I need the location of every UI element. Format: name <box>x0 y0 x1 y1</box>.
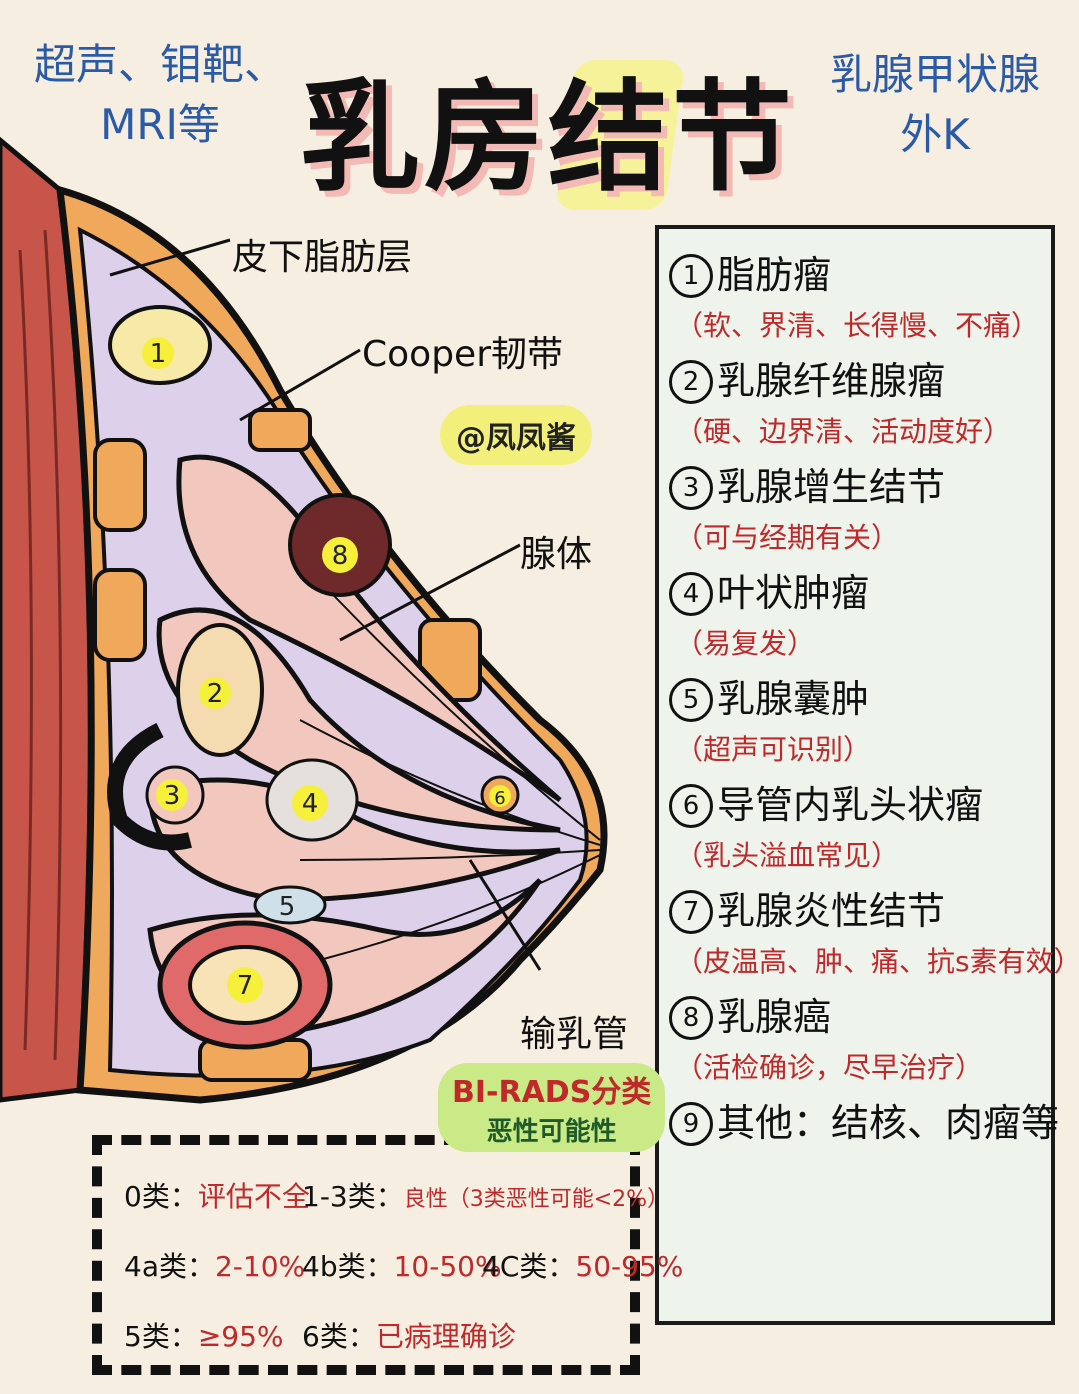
item-number: 6 <box>669 784 713 828</box>
item-note: （乳头溢血常见） <box>675 839 900 872</box>
birads-row: 1-3类：良性（3类恶性可能<2%） <box>302 1180 670 1213</box>
item-note: （皮温高、肿、痛、抗s素有效） <box>675 945 1079 978</box>
birads-row: 0类：评估不全 <box>124 1180 310 1213</box>
marker-5: 5 <box>279 892 296 922</box>
breast-anatomy-diagram: 1 2 3 4 5 6 7 8 <box>0 136 608 1104</box>
marker-6: 6 <box>494 788 505 809</box>
birads-box: 0类：评估不全 1-3类：良性（3类恶性可能<2%） 4a类：2-10% 4b类… <box>92 1135 683 1375</box>
birads-subtitle: 恶性可能性 <box>486 1117 617 1147</box>
label-cooper-ligament: Cooper韧带 <box>362 334 563 375</box>
item-number: 3 <box>669 466 713 510</box>
label-fat-layer: 皮下脂肪层 <box>232 237 413 278</box>
item-note: （硬、边界清、活动度好） <box>675 415 1012 448</box>
marker-8: 8 <box>332 541 349 571</box>
label-gland: 腺体 <box>520 534 593 575</box>
imaging-line-2: MRI等 <box>100 100 220 149</box>
department-line-1: 乳腺甲状腺 <box>829 50 1040 99</box>
item-number: 2 <box>669 360 713 404</box>
birads-row: 6类：已病理确诊 <box>302 1320 516 1353</box>
marker-3: 3 <box>164 781 181 811</box>
author-watermark: @凤凤酱 <box>440 405 592 465</box>
item-title: 乳腺增生结节 <box>717 465 946 509</box>
item-number: 5 <box>669 678 713 722</box>
birads-tag: BI-RADS分类 恶性可能性 <box>438 1063 666 1152</box>
birads-row: 5类：≥95% <box>124 1320 284 1353</box>
birads-row: 4b类：10-50% <box>302 1250 502 1283</box>
item-number: 1 <box>669 254 713 298</box>
marker-2: 2 <box>207 679 224 709</box>
item-title: 其他：结核、肉瘤等 <box>717 1101 1060 1145</box>
item-note: （易复发） <box>675 627 816 660</box>
imaging-line-1: 超声、钼靶、 <box>33 40 286 89</box>
marker-7: 7 <box>237 971 254 1001</box>
nodule-5-cyst <box>253 885 327 925</box>
marker-1: 1 <box>150 339 167 369</box>
item-title: 乳腺囊肿 <box>717 677 870 721</box>
label-duct: 输乳管 <box>520 1014 629 1055</box>
birads-row: 4C类：50-95% <box>482 1250 684 1283</box>
department-line-2: 外K <box>900 110 970 159</box>
item-title: 乳腺癌 <box>717 995 832 1039</box>
item-note: （软、界清、长得慢、不痛） <box>675 309 1040 342</box>
nodule-3-hyperplasia <box>107 722 192 851</box>
item-title: 脂肪瘤 <box>717 253 832 297</box>
birads-title: BI-RADS分类 <box>452 1075 652 1110</box>
item-title: 乳腺纤维腺瘤 <box>717 359 946 403</box>
item-number: 4 <box>669 572 713 616</box>
item-number: 8 <box>669 996 713 1040</box>
department-text: 乳腺甲状腺 外K <box>805 45 1065 165</box>
birads-row: 4a类：2-10% <box>124 1250 306 1283</box>
page-title: 乳房结节 <box>300 69 796 208</box>
item-number: 9 <box>669 1102 713 1146</box>
item-note: （可与经期有关） <box>675 521 900 554</box>
marker-4: 4 <box>302 789 319 819</box>
item-title: 叶状肿瘤 <box>717 571 870 615</box>
item-title: 导管内乳头状瘤 <box>717 783 984 827</box>
item-note: （活检确诊，尽早治疗） <box>675 1051 984 1084</box>
item-title: 乳腺炎性结节 <box>717 889 946 933</box>
imaging-methods-text: 超声、钼靶、 MRI等 <box>30 35 290 155</box>
item-number: 7 <box>669 890 713 934</box>
item-note: （超声可识别） <box>675 733 872 766</box>
gland-lobe <box>176 454 562 803</box>
